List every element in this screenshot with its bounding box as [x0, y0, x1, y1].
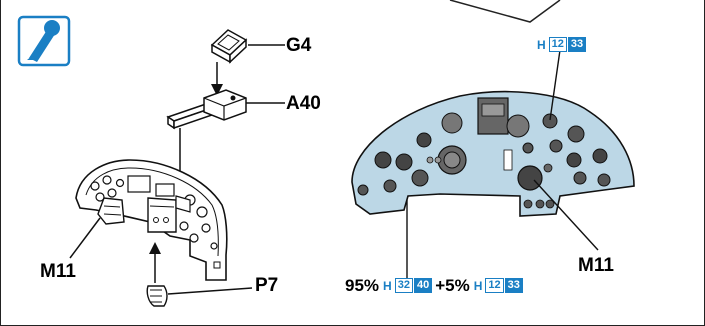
label-p7: P7	[255, 276, 278, 295]
label-a40: A40	[286, 94, 321, 113]
label-g4: G4	[286, 36, 311, 55]
part-p7	[147, 286, 167, 306]
mix-num-2a: 12	[485, 278, 503, 293]
leader-p7	[168, 288, 252, 294]
mix-num-1b: 40	[414, 278, 432, 293]
mix-percent-1: 95%	[345, 277, 379, 294]
label-m11-right: M11	[578, 256, 614, 275]
leader-m11-left	[70, 218, 100, 258]
part-g4	[212, 30, 246, 62]
color-code-prefix: H	[537, 39, 546, 51]
mix-prefix-1: H	[383, 280, 392, 292]
color-code-num2: 33	[568, 37, 586, 52]
right-instrument-panel	[352, 92, 634, 216]
part-a40	[168, 90, 246, 128]
paint-brush-icon	[19, 17, 69, 65]
color-mix-code: 95% H 32 40 +5% H 12 33	[345, 277, 523, 294]
label-m11-left: M11	[40, 262, 76, 281]
mix-num-2b: 33	[505, 278, 523, 293]
mix-num-1a: 32	[395, 278, 413, 293]
color-code-top: H 12 33	[537, 37, 586, 52]
callout-pointer	[450, 0, 560, 22]
mix-prefix-2: H	[474, 280, 483, 292]
color-code-num1: 12	[549, 37, 567, 52]
arrow-p7-head	[149, 242, 161, 254]
mix-percent-2: +5%	[435, 277, 470, 294]
